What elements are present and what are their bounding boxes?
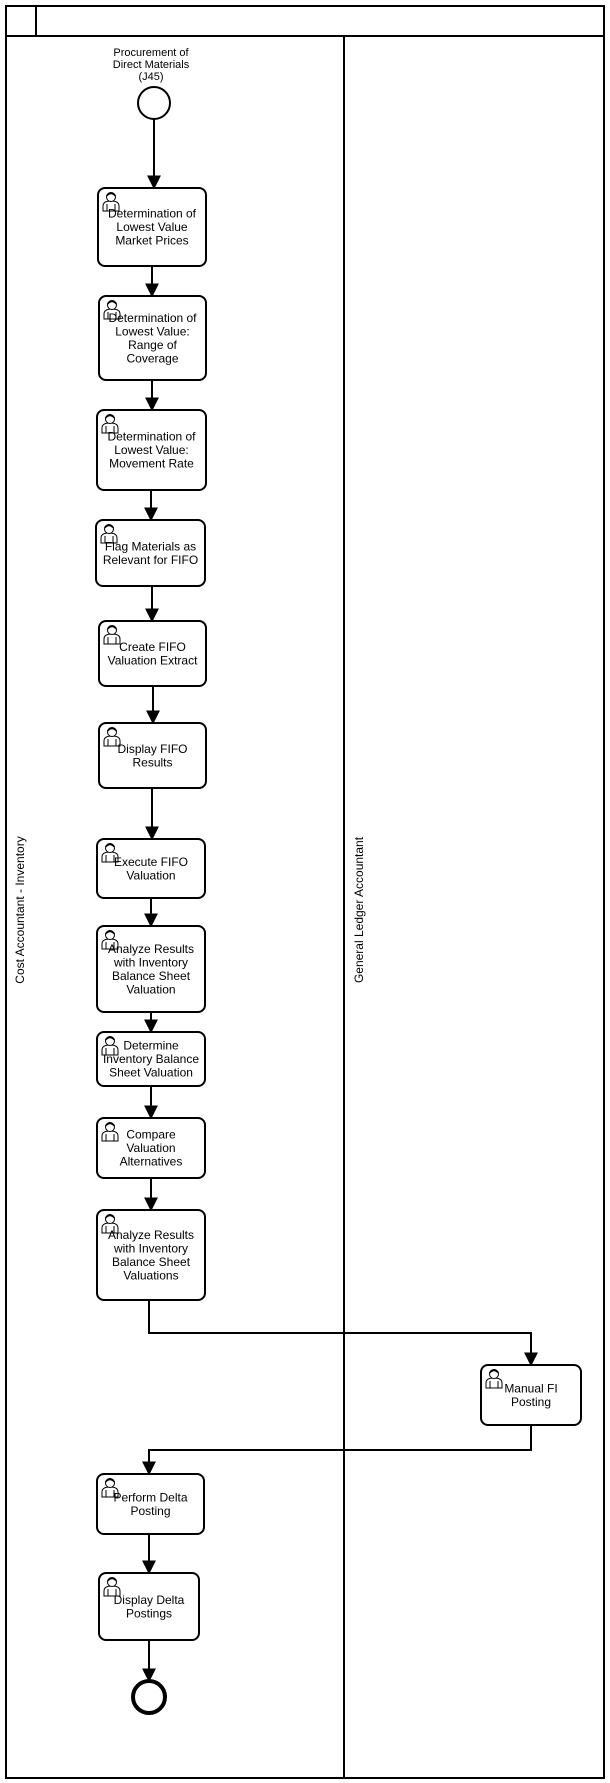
task-label-line: Valuations bbox=[123, 1268, 178, 1282]
task-label-line: Movement Rate bbox=[109, 457, 194, 471]
task-box bbox=[96, 838, 206, 899]
user-icon bbox=[101, 843, 119, 863]
task-box bbox=[480, 1364, 582, 1426]
task-label-line: Posting bbox=[511, 1395, 551, 1409]
task-label-line: Compare bbox=[126, 1128, 176, 1142]
user-icon bbox=[103, 625, 121, 645]
pool-border bbox=[5, 5, 605, 1779]
task-box bbox=[96, 409, 207, 491]
task-box bbox=[98, 295, 207, 381]
task-label-line: Alternatives bbox=[120, 1155, 183, 1169]
end-event-circle bbox=[131, 1679, 167, 1715]
task-label-line: Valuation Extract bbox=[108, 653, 198, 667]
user-icon bbox=[485, 1369, 503, 1389]
task-box bbox=[98, 722, 207, 789]
task-box bbox=[97, 187, 207, 267]
task-label-line: Valuation bbox=[126, 982, 175, 996]
task-label-line: Inventory Balance bbox=[103, 1052, 199, 1066]
task-label-line: Valuation bbox=[126, 868, 175, 882]
task-label-line: with Inventory bbox=[113, 1241, 188, 1255]
task-label-line: with Inventory bbox=[113, 955, 188, 969]
task-label-line: Manual FI bbox=[504, 1381, 557, 1395]
task-label-line: Flag Materials as bbox=[105, 539, 196, 553]
user-icon bbox=[101, 1036, 119, 1056]
task-box bbox=[96, 1473, 205, 1535]
task-label-line: Lowest Value: bbox=[114, 443, 189, 457]
task-label-line: Sheet Valuation bbox=[109, 1066, 193, 1080]
task-label-line: Determine bbox=[123, 1039, 179, 1053]
user-icon bbox=[101, 1122, 119, 1142]
task-label-line: Lowest Value: bbox=[115, 324, 190, 338]
user-icon bbox=[103, 300, 121, 320]
user-icon bbox=[101, 414, 119, 434]
pool: Cost Accountant - Inventory General Ledg… bbox=[5, 5, 605, 1779]
lane-label-cost-accountant: Cost Accountant - Inventory bbox=[13, 836, 27, 983]
lane-label-general-ledger-accountant: General Ledger Accountant bbox=[352, 836, 366, 983]
task-label-line: Analyze Results bbox=[108, 1228, 194, 1242]
user-icon bbox=[102, 192, 120, 212]
task-label-line: Range of bbox=[128, 338, 177, 352]
task-label-line: Display Delta bbox=[114, 1593, 185, 1607]
task-box bbox=[98, 1572, 200, 1641]
task-label-line: Analyze Results bbox=[108, 942, 194, 956]
user-icon bbox=[101, 930, 119, 950]
task-label-line: Valuation bbox=[126, 1141, 175, 1155]
user-icon bbox=[101, 1214, 119, 1234]
task-box bbox=[96, 1031, 206, 1087]
user-icon bbox=[101, 1478, 119, 1498]
sequence-flow-arrow bbox=[148, 1300, 538, 1367]
task-label-line: Lowest Value bbox=[116, 220, 187, 234]
task-box bbox=[96, 1209, 206, 1301]
task-label-line: Balance Sheet bbox=[112, 1255, 191, 1269]
start-event-circle bbox=[137, 86, 171, 120]
task-label-line: Create FIFO bbox=[119, 640, 186, 654]
task-label-line: Market Prices bbox=[115, 234, 188, 248]
user-icon bbox=[100, 524, 118, 544]
user-icon bbox=[103, 727, 121, 747]
task-label-line: Execute FIFO bbox=[114, 855, 188, 869]
task-label-line: Perform Delta bbox=[113, 1490, 187, 1504]
task-label-line: Relevant for FIFO bbox=[103, 553, 198, 567]
start-event-label-line: (J45) bbox=[138, 71, 163, 83]
task-label-line: Postings bbox=[126, 1606, 172, 1620]
end-event[interactable] bbox=[131, 1679, 167, 1715]
task-label-line: Display FIFO bbox=[117, 742, 187, 756]
task-label-line: Posting bbox=[130, 1504, 170, 1518]
start-event-label-line: Procurement of bbox=[113, 47, 189, 59]
task-box bbox=[96, 1117, 206, 1179]
task-label-line: Determination of bbox=[108, 207, 197, 221]
task-label-line: Results bbox=[132, 755, 172, 769]
sequence-flow-arrow bbox=[142, 1425, 532, 1476]
task-label-line: Determination of bbox=[107, 430, 196, 444]
task-label-line: Coverage bbox=[126, 351, 178, 365]
user-icon bbox=[103, 1577, 121, 1597]
start-event-label-line: Direct Materials bbox=[113, 59, 190, 71]
task-box bbox=[96, 925, 206, 1013]
task-label-line: Balance Sheet bbox=[112, 969, 191, 983]
task-box bbox=[98, 620, 207, 687]
task-label-line: Determination of bbox=[108, 311, 197, 325]
task-box bbox=[95, 519, 206, 587]
